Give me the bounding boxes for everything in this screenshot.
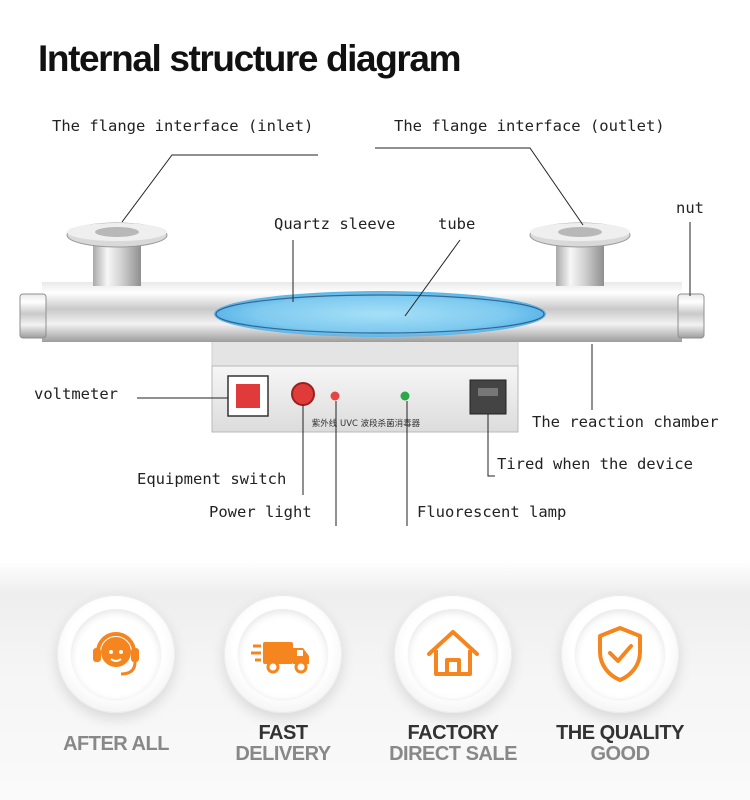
- label-voltmeter: voltmeter: [34, 385, 118, 403]
- feature-quality: THE QUALITY GOOD: [535, 595, 705, 765]
- nut-right: [677, 293, 705, 339]
- shield-check-icon: [598, 626, 642, 682]
- quartz-sleeve: [215, 294, 545, 334]
- feature-4-line1: THE QUALITY: [556, 722, 684, 744]
- label-nut: nut: [676, 199, 704, 217]
- nut-left: [19, 293, 47, 339]
- feature-2-line2: DELIVERY: [235, 743, 331, 765]
- label-flange-inlet: The flange interface (inlet): [52, 117, 314, 135]
- fluorescent-lamp-indicator: [400, 391, 410, 401]
- house-icon: [427, 630, 479, 676]
- voltmeter-display: [236, 384, 260, 408]
- label-quartz-sleeve: Quartz sleeve: [274, 215, 396, 233]
- label-reaction-chamber: The reaction chamber: [532, 413, 719, 431]
- feature-4-line2: GOOD: [590, 743, 650, 765]
- label-power-light: Power light: [209, 503, 312, 521]
- feature-3-line2: DIRECT SALE: [389, 743, 517, 765]
- feature-2-line1: FAST: [258, 722, 308, 744]
- label-timer: Tired when the device: [497, 455, 693, 473]
- label-equipment-switch: Equipment switch: [137, 470, 287, 488]
- outlet-pipe: [556, 240, 604, 286]
- uv-sterilizer-diagram: 紫外线 UVC 波段杀菌消毒器: [19, 147, 705, 526]
- delivery-truck-icon: [251, 642, 309, 674]
- label-tube: tube: [438, 215, 476, 233]
- power-light: [330, 391, 340, 401]
- label-fluorescent-lamp: Fluorescent lamp: [417, 503, 567, 521]
- timer-switch: [469, 379, 507, 415]
- page-title: Internal structure diagram: [38, 38, 462, 79]
- uv-lamp-glow: [214, 291, 546, 337]
- headset-icon: [93, 632, 139, 676]
- label-flange-outlet: The flange interface (outlet): [394, 117, 665, 135]
- panel-text: 紫外线 UVC 波段杀菌消毒器: [312, 418, 421, 429]
- feature-fast-delivery: FAST DELIVERY: [198, 595, 368, 765]
- feature-factory-direct: FACTORY DIRECT SALE: [368, 595, 538, 765]
- feature-1-text: AFTER ALL: [63, 733, 169, 755]
- feature-3-line1: FACTORY: [407, 722, 499, 744]
- equipment-switch: [291, 382, 315, 406]
- feature-after-sales: AFTER ALL: [31, 595, 201, 756]
- mounting-bracket: [211, 337, 519, 369]
- inlet-pipe: [93, 240, 141, 286]
